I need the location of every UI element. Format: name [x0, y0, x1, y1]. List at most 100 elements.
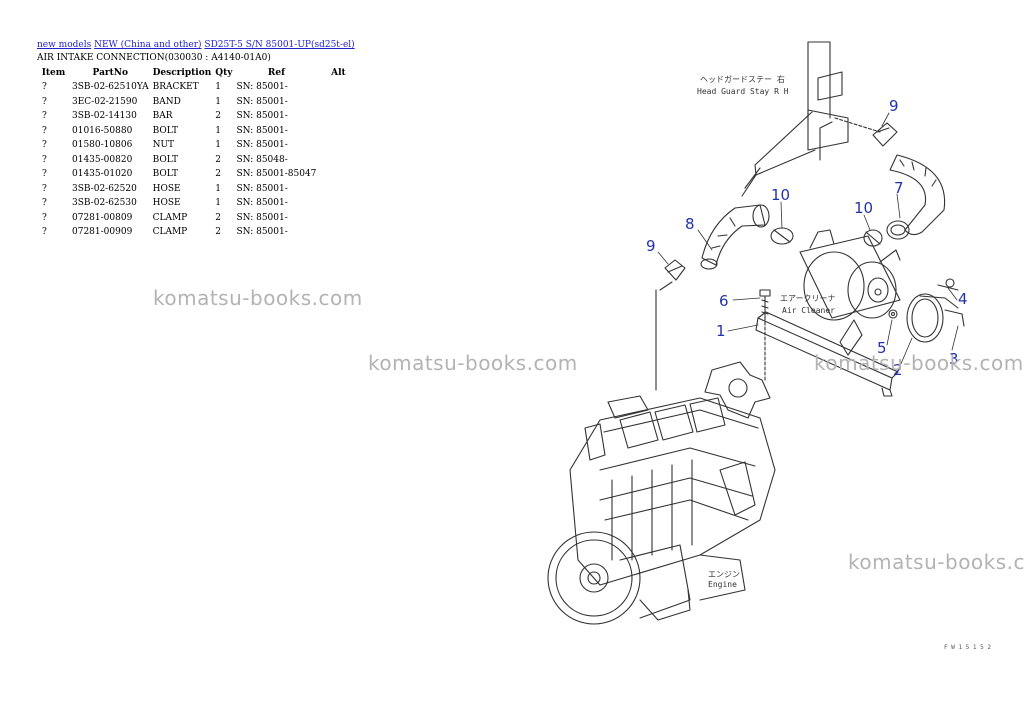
head-guard-stay	[741, 41, 881, 197]
cell-item: ?	[42, 125, 47, 136]
breadcrumb-link-new-models[interactable]: new models	[37, 40, 92, 50]
cell-qty: 1	[215, 96, 221, 107]
callout-1: 1	[716, 322, 726, 340]
table-row: ? 3SB-02-62530 HOSE 1 SN: 85001-	[37, 196, 358, 211]
clamp-10-left	[770, 227, 794, 245]
table-header-row: Item PartNo Description Qty Ref Alt	[37, 66, 358, 80]
bar-1	[755, 311, 899, 397]
callout-10-right: 10	[854, 199, 873, 217]
cell-item: ?	[42, 154, 47, 165]
air-cleaner	[799, 229, 901, 356]
header-item: Item	[41, 68, 66, 78]
cell-item: ?	[42, 212, 47, 223]
header-ref: Ref	[267, 68, 285, 78]
cell-alt	[318, 138, 358, 153]
clamp-10-right	[863, 229, 883, 247]
cell-ref: SN: 85001-	[236, 183, 288, 194]
header-qty: Qty	[215, 68, 233, 78]
cell-item: ?	[42, 227, 47, 238]
cell-partno: 07281-00909	[72, 227, 133, 238]
cell-ref: SN: 85001-	[236, 125, 288, 136]
cell-item: ?	[42, 140, 47, 151]
label-head-guard-jp: ヘッドガードステー 右	[700, 74, 785, 84]
cell-partno: 07281-00809	[72, 212, 133, 223]
breadcrumb: new models NEW (China and other) SD25T-5…	[37, 40, 355, 50]
cell-description: NUT	[152, 140, 175, 151]
cell-alt	[318, 153, 358, 168]
label-head-guard-en: Head Guard Stay R H	[697, 87, 789, 96]
watermark: komatsu-books.com	[153, 286, 363, 310]
cell-ref: SN: 85048-	[236, 154, 288, 165]
cell-alt	[318, 109, 358, 124]
cell-description: HOSE	[152, 183, 181, 194]
parts-table: Item PartNo Description Qty Ref Alt ? 3SB…	[37, 66, 358, 240]
label-air-cleaner-en: Air Cleaner	[782, 306, 835, 315]
cell-partno: 01435-00820	[72, 154, 133, 165]
callout-7: 7	[894, 179, 904, 197]
cell-description: CLAMP	[152, 212, 188, 223]
cell-alt	[318, 80, 358, 95]
nut-5	[888, 309, 898, 319]
clamp-9-upper	[872, 122, 898, 147]
cell-partno: 3SB-02-62510YA	[72, 82, 149, 93]
cell-ref: SN: 85001-	[236, 96, 288, 107]
bolt-6	[759, 289, 771, 381]
cell-partno: 01435-01020	[72, 169, 133, 180]
callout-6: 6	[719, 292, 729, 310]
header-alt: Alt	[331, 68, 346, 78]
cell-qty: 1	[215, 183, 221, 194]
bolt-4	[937, 278, 959, 291]
cell-ref: SN: 85001-	[236, 82, 288, 93]
cell-ref: SN: 85001-	[236, 140, 288, 151]
cell-alt	[318, 124, 358, 139]
leader-lines	[657, 112, 959, 367]
label-air-cleaner-jp: エアークリーナ	[780, 294, 836, 303]
cell-alt	[318, 95, 358, 110]
cell-alt	[318, 196, 358, 211]
header-description: Description	[152, 68, 212, 78]
cell-item: ?	[42, 198, 47, 209]
cell-item: ?	[42, 82, 47, 93]
cell-description: BAR	[152, 111, 173, 122]
cell-ref: SN: 85001-	[236, 227, 288, 238]
hose-8	[700, 204, 770, 270]
cell-qty: 2	[215, 111, 221, 122]
table-row: ? 07281-00809 CLAMP 2 SN: 85001-	[37, 211, 358, 226]
cell-qty: 2	[215, 212, 221, 223]
cell-ref: SN: 85001-	[236, 212, 288, 223]
cell-description: BOLT	[152, 125, 178, 136]
cell-item: ?	[42, 111, 47, 122]
cell-partno: 3SB-02-62530	[72, 198, 137, 209]
callout-4: 4	[958, 290, 968, 308]
cell-description: HOSE	[152, 198, 181, 209]
callout-10-left: 10	[771, 186, 790, 204]
cell-description: BOLT	[152, 154, 178, 165]
label-engine-jp: エンジン	[708, 570, 740, 579]
cell-qty: 1	[215, 198, 221, 209]
cell-partno: 3SB-02-14130	[72, 111, 137, 122]
callout-3: 3	[949, 350, 959, 368]
callout-8: 8	[685, 215, 695, 233]
cell-alt	[318, 167, 358, 182]
breadcrumb-link-model[interactable]: SD25T-5 S/N 85001-UP(sd25t-el)	[204, 40, 355, 50]
cell-alt	[318, 225, 358, 240]
cell-description: BAND	[152, 96, 181, 107]
cell-qty: 2	[215, 169, 221, 180]
cell-partno: 3SB-02-62520	[72, 183, 137, 194]
cell-qty: 1	[215, 82, 221, 93]
cell-ref: SN: 85001-	[236, 198, 288, 209]
section-title: AIR INTAKE CONNECTION(030030 : A4140-01A…	[37, 53, 271, 63]
cell-partno: 3EC-02-21590	[72, 96, 138, 107]
header-partno: PartNo	[92, 68, 129, 78]
callout-9-lower: 9	[646, 237, 656, 255]
watermark: komatsu-books.com	[848, 550, 1024, 574]
clamp-9-lower	[655, 259, 686, 391]
label-engine-en: Engine	[708, 580, 737, 589]
breadcrumb-link-region[interactable]: NEW (China and other)	[94, 40, 202, 50]
